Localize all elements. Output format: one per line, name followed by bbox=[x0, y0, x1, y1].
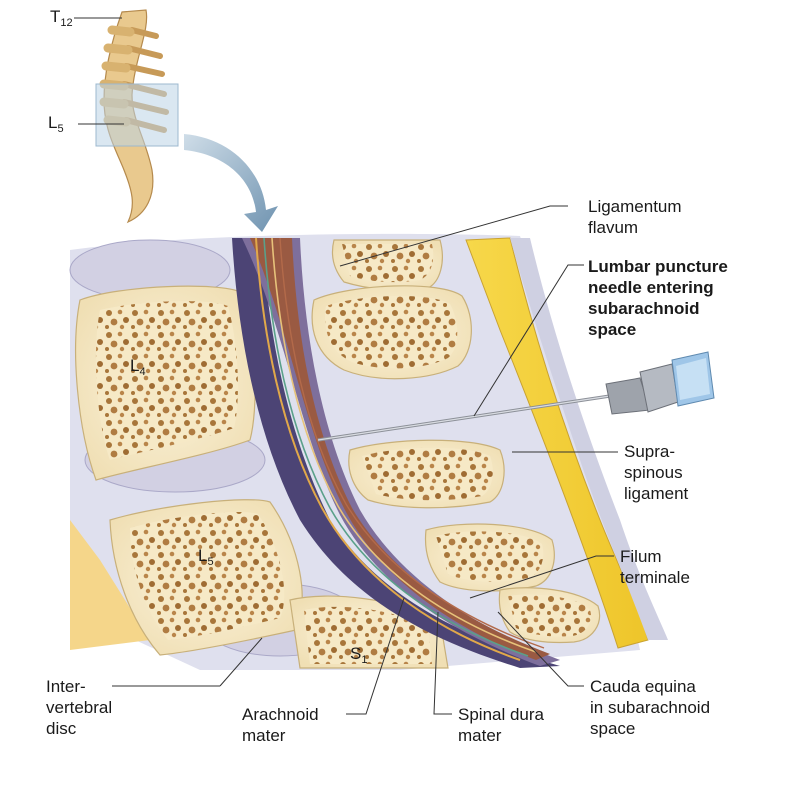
label-t12: T12 bbox=[50, 7, 73, 29]
label-l5: L5 bbox=[198, 546, 214, 568]
label-ligamentum-flavum: Ligamentum flavum bbox=[588, 197, 682, 237]
lumbar-spine-overview bbox=[95, 9, 179, 224]
label-l4: L4 bbox=[130, 356, 146, 378]
label-l5-top: L5 bbox=[48, 113, 64, 135]
label-lumbar-puncture-needle: Lumbar puncture needle entering subarach… bbox=[588, 257, 728, 339]
label-s1: S1 bbox=[350, 644, 368, 666]
label-cauda-equina: Cauda equina in subarachnoid space bbox=[590, 677, 711, 738]
label-arachnoid-mater: Arachnoid mater bbox=[242, 705, 319, 745]
label-supraspinous-ligament: Supra- spinous ligament bbox=[624, 442, 689, 503]
zoom-arrow bbox=[184, 134, 278, 232]
leader-lines bbox=[74, 17, 618, 715]
label-filum-terminale: Filum terminale bbox=[620, 547, 690, 587]
label-intervertebral-disc: Inter- vertebral disc bbox=[46, 677, 113, 738]
label-spinal-dura-mater: Spinal dura mater bbox=[458, 705, 545, 745]
cross-section bbox=[69, 233, 715, 671]
